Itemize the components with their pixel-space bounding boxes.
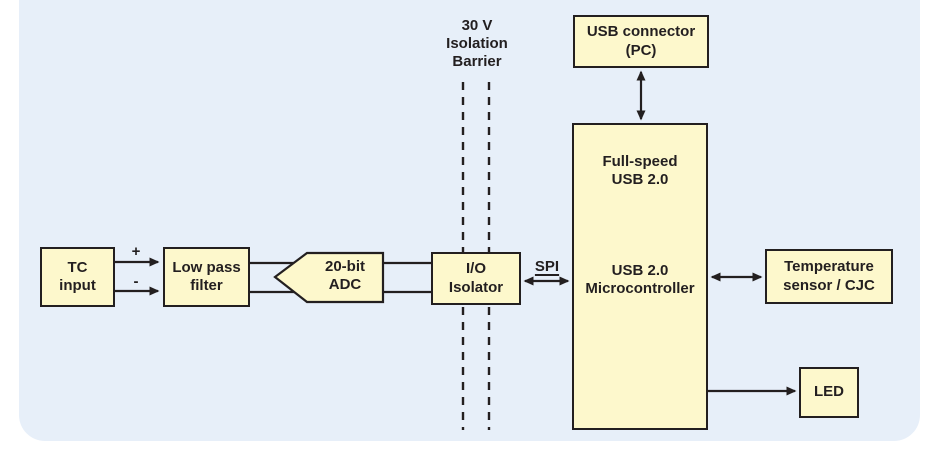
diagram-panel [19,0,920,441]
block-mcu: Full-speed USB 2.0 USB 2.0 Microcontroll… [572,123,708,430]
adc-pentagon-shape [273,251,385,304]
mcu-fullspeed-label: Full-speed USB 2.0 [602,153,678,189]
plus-signal-label: + [131,243,141,260]
mcu-name-label: USB 2.0 Microcontroller [585,262,695,298]
block-tc-input: TC input [40,247,115,307]
block-led: LED [799,367,859,418]
block-usb-connector: USB connector (PC) [573,15,709,68]
isolation-barrier-label: 30 V Isolation Barrier [446,17,508,70]
block-adc-label: 20-bit ADC [324,258,365,293]
block-temp-sensor: Temperature sensor / CJC [765,249,893,304]
block-io-isolator: I/O Isolator [431,252,521,305]
spi-label: SPI [534,258,560,275]
minus-signal-label: - [133,273,139,290]
block-low-pass-filter: Low pass filter [163,247,250,307]
